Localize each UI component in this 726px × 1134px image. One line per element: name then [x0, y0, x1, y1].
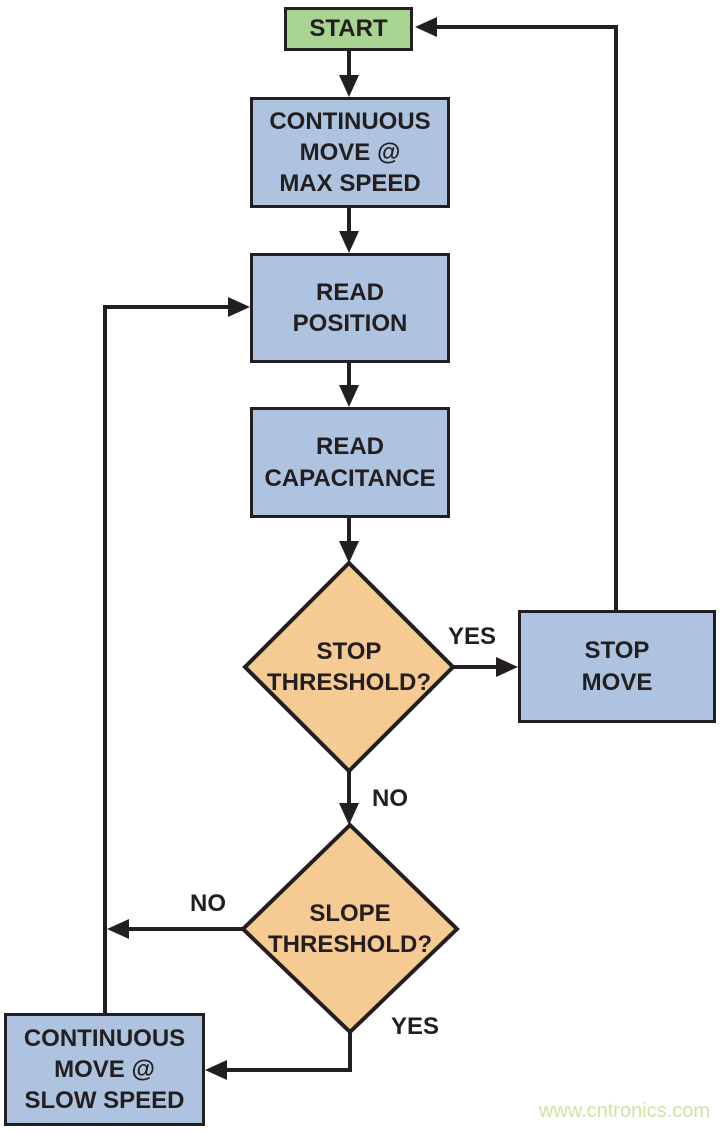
arrowhead-right-icon — [496, 657, 518, 677]
connector-slow-speed-to-read-position — [103, 297, 250, 1013]
connector-stop-threshold-yes-to-stop-move — [453, 657, 518, 677]
connector-slope-threshold-yes-to-slow-speed — [205, 1032, 352, 1080]
connector-max-speed-to-read-position — [339, 208, 359, 253]
node-stop-threshold-label: STOP THRESHOLD? — [267, 637, 431, 696]
node-start: START — [284, 7, 413, 51]
node-continuous-move-max-speed: CONTINUOUS MOVE @ MAX SPEED — [250, 97, 450, 208]
arrowhead-left-icon — [205, 1060, 227, 1080]
node-read-capacitance: READ CAPACITANCE — [250, 407, 450, 518]
connector-slope-threshold-no-to-left-line — [107, 919, 243, 939]
edge-label-stop-threshold-no: NO — [372, 785, 408, 812]
arrowhead-down-icon — [339, 385, 359, 407]
edge-label-slope-threshold-yes: YES — [391, 1013, 440, 1040]
edge-label-slope-threshold-no: NO — [190, 890, 226, 917]
arrowhead-right-icon — [228, 297, 250, 317]
edge-label-stop-threshold-yes: YES — [448, 623, 497, 650]
arrowhead-down-icon — [339, 75, 359, 97]
connector-start-to-max-speed — [339, 51, 359, 97]
node-continuous-move-slow-speed: CONTINUOUS MOVE @ SLOW SPEED — [4, 1013, 205, 1126]
arrowhead-left-icon — [107, 919, 129, 939]
connector-read-capacitance-to-stop-threshold — [339, 518, 359, 563]
node-stop-move: STOP MOVE — [518, 610, 716, 723]
node-read-position: READ POSITION — [250, 253, 450, 363]
connector-stop-move-to-start-loop — [415, 17, 618, 610]
arrowhead-down-icon — [339, 231, 359, 253]
connector-read-position-to-read-capacitance — [339, 363, 359, 407]
arrowhead-down-icon — [339, 541, 359, 563]
watermark-text: www.cntronics.com — [538, 1100, 710, 1122]
connector-stop-threshold-no-to-slope-threshold — [339, 771, 359, 825]
arrowhead-down-icon — [339, 803, 359, 825]
node-slope-threshold-label: SLOPE THRESHOLD? — [268, 899, 432, 958]
arrowhead-left-icon — [415, 17, 437, 37]
